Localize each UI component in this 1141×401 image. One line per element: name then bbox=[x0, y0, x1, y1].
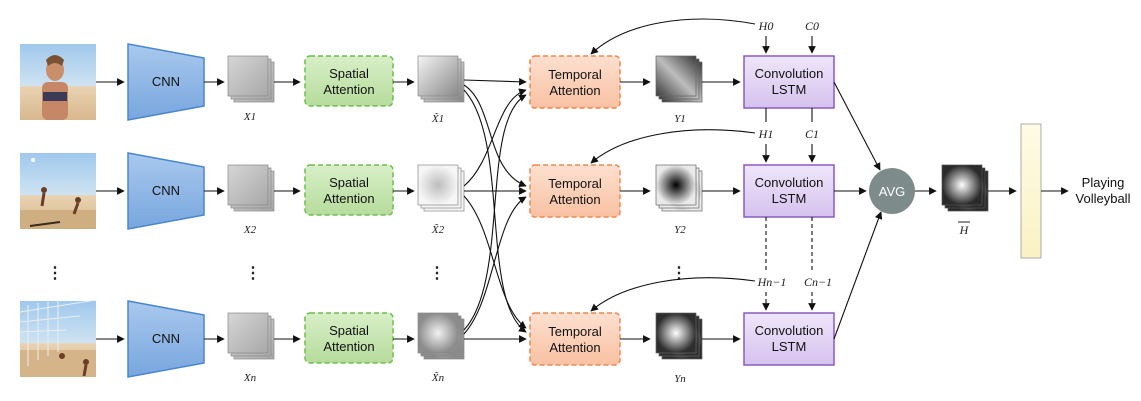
svg-text:LSTM: LSTM bbox=[772, 82, 807, 97]
cnn-block-2: CNN bbox=[127, 152, 205, 230]
svg-text:Attention: Attention bbox=[323, 191, 374, 206]
svg-text:Attention: Attention bbox=[323, 339, 374, 354]
aggregation: AVG H Playing Volleyball bbox=[833, 81, 1131, 340]
spatial-attention-2: Spatial Attention bbox=[304, 164, 394, 216]
xt1-label: X̃1 bbox=[431, 112, 444, 125]
attended-map-x2 bbox=[417, 164, 465, 212]
svg-text:⋮: ⋮ bbox=[245, 265, 261, 282]
conv-lstm-n: Convolution LSTM bbox=[743, 312, 835, 366]
c0-label: C0 bbox=[805, 19, 819, 33]
row-n: CNN Xn Spatial Attention X̃n Temporal At… bbox=[19, 217, 835, 385]
svg-text:Convolution: Convolution bbox=[755, 175, 824, 190]
svg-text:Convolution: Convolution bbox=[755, 66, 824, 81]
attention-map-y2 bbox=[655, 164, 703, 212]
svg-text:LSTM: LSTM bbox=[772, 339, 807, 354]
aggregated-hidden-state bbox=[941, 164, 989, 212]
svg-text:Spatial: Spatial bbox=[329, 175, 369, 190]
svg-text:Attention: Attention bbox=[323, 82, 374, 97]
svg-text:⋮: ⋮ bbox=[671, 265, 687, 282]
xt2-label: X̃2 bbox=[431, 223, 445, 236]
svg-text:Temporal: Temporal bbox=[548, 324, 602, 339]
svg-text:⋮: ⋮ bbox=[429, 265, 445, 282]
output-label-line1: Playing bbox=[1082, 175, 1125, 190]
xtn-label: X̃n bbox=[431, 371, 445, 384]
xn-label: Xn bbox=[243, 372, 257, 384]
input-frame-2 bbox=[20, 153, 96, 229]
temporal-attention-n: Temporal Attention bbox=[529, 312, 621, 366]
svg-text:Attention: Attention bbox=[549, 192, 600, 207]
svg-text:Attention: Attention bbox=[549, 83, 600, 98]
avg-label: AVG bbox=[879, 184, 906, 199]
svg-text:Spatial: Spatial bbox=[329, 66, 369, 81]
output-label-line2: Volleyball bbox=[1076, 191, 1131, 206]
input-frame-1 bbox=[20, 44, 96, 120]
x2-label: X2 bbox=[243, 224, 257, 236]
spatial-attention-n: Spatial Attention bbox=[304, 312, 394, 364]
svg-text:Convolution: Convolution bbox=[755, 323, 824, 338]
temporal-attention-2: Temporal Attention bbox=[529, 164, 621, 218]
svg-text:Spatial: Spatial bbox=[329, 323, 369, 338]
svg-text:Temporal: Temporal bbox=[548, 176, 602, 191]
h-bar-label: H bbox=[959, 223, 970, 237]
classifier-output-layer bbox=[1020, 123, 1042, 259]
attended-map-xn bbox=[417, 312, 465, 360]
h0-label: H0 bbox=[758, 19, 774, 33]
row-1: CNN X1 Spatial Attention X̃1 Temporal bbox=[20, 18, 835, 125]
svg-text:CNN: CNN bbox=[152, 183, 180, 198]
feature-map-xn bbox=[227, 312, 275, 360]
avg-node: AVG bbox=[869, 168, 915, 214]
conv-lstm-2: Convolution LSTM bbox=[743, 164, 835, 218]
cnn-block-1: CNN bbox=[127, 43, 205, 121]
hn-1-label: Hn−1 bbox=[757, 275, 787, 289]
attention-map-yn bbox=[655, 312, 703, 360]
feature-map-x2 bbox=[227, 164, 275, 212]
y2-label: Y2 bbox=[674, 224, 686, 236]
cn-1-label: Cn−1 bbox=[804, 275, 832, 289]
feature-map-x1 bbox=[227, 55, 275, 103]
y1-label: Y1 bbox=[674, 113, 686, 125]
c1-label: C1 bbox=[805, 127, 819, 141]
yn-label: Yn bbox=[674, 373, 686, 385]
x1-label: X1 bbox=[243, 111, 256, 123]
ellipsis-row: ⋮ ⋮ ⋮ ⋮ bbox=[47, 265, 687, 282]
conv-lstm-1: Convolution LSTM bbox=[743, 55, 835, 109]
svg-text:Temporal: Temporal bbox=[548, 67, 602, 82]
attended-map-x1 bbox=[417, 55, 465, 103]
cnn-block-n: CNN bbox=[127, 300, 205, 378]
cross-connections bbox=[463, 77, 527, 343]
svg-text:CNN: CNN bbox=[152, 331, 180, 346]
row-2: CNN X2 Spatial Attention X̃2 Temporal At… bbox=[20, 108, 835, 236]
svg-text:LSTM: LSTM bbox=[772, 191, 807, 206]
attention-map-y1 bbox=[655, 55, 703, 103]
svg-text:Attention: Attention bbox=[549, 340, 600, 355]
h1-label: H1 bbox=[758, 127, 774, 141]
temporal-attention-1: Temporal Attention bbox=[529, 55, 621, 109]
cnn-label: CNN bbox=[152, 74, 180, 89]
input-frame-n bbox=[19, 299, 97, 377]
spatial-attention-1: Spatial Attention bbox=[304, 55, 394, 107]
svg-text:⋮: ⋮ bbox=[47, 265, 63, 282]
